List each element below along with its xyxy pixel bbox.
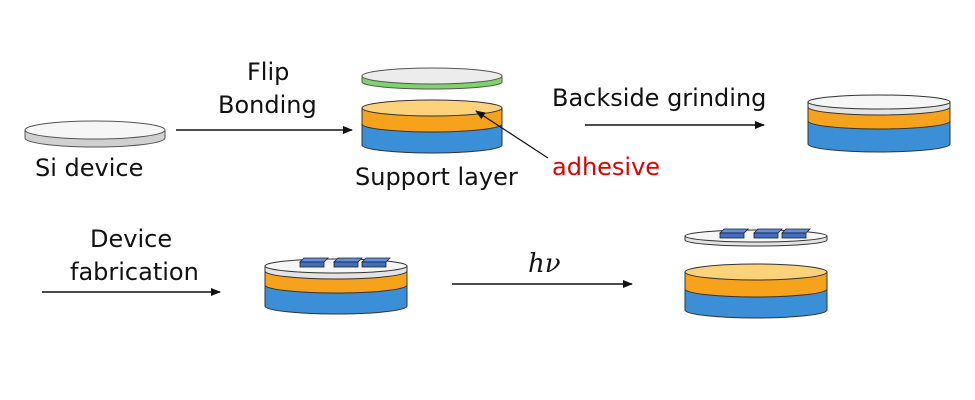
remaining-support-stack (684, 263, 828, 319)
device-chips (299, 257, 391, 268)
adhesive-label: adhesive (552, 153, 660, 181)
adhesive-pointer (475, 110, 549, 159)
support-layer-stack (361, 99, 503, 154)
si-device-wafer (24, 120, 166, 148)
device-chip (781, 228, 811, 239)
ground-wafer-stack (807, 94, 951, 153)
flip-label: Flip (247, 58, 289, 86)
flipped-si-wafer (361, 67, 503, 90)
device-chip (753, 228, 783, 239)
device-chip (719, 228, 749, 239)
released-device-chips (719, 228, 811, 239)
backside-grinding-label: Backside grinding (552, 84, 766, 112)
si-device-label: Si device (35, 154, 143, 182)
fabricated-wafer-stack (264, 258, 408, 315)
device-chip (361, 257, 391, 268)
support-layer-label: Support layer (355, 163, 518, 191)
fabrication-label: fabrication (70, 258, 199, 286)
bonding-label: Bonding (218, 91, 317, 119)
hnu-label: hν (528, 249, 561, 279)
device-chip (333, 257, 363, 268)
device-label: Device (90, 225, 172, 253)
device-chip (299, 257, 329, 268)
